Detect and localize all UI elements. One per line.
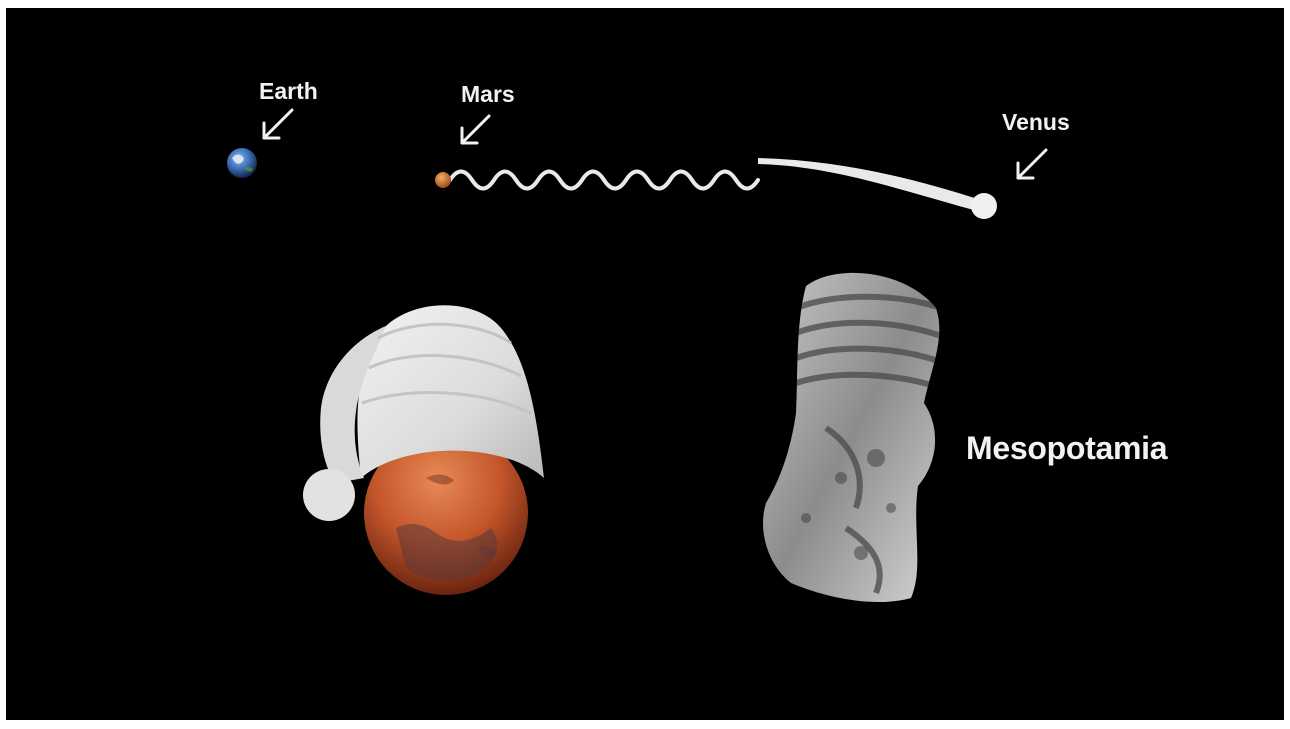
scene-illustration [6, 8, 1284, 720]
mars-icon [435, 172, 451, 188]
mesopotamia-label: Mesopotamia [966, 430, 1167, 467]
arrow-venus-icon [1018, 150, 1046, 178]
mesopotamian-figurine-illustration [763, 273, 941, 602]
mars-with-cap-illustration [303, 305, 544, 595]
earth-label: Earth [259, 78, 318, 105]
arrow-earth-icon [264, 110, 292, 138]
mars-label: Mars [461, 81, 515, 108]
arrow-mars-icon [462, 116, 489, 143]
venus-label: Venus [1002, 109, 1070, 136]
venus-comet-icon [450, 158, 997, 219]
scene-frame: Earth Mars Venus Mesopotamia [6, 8, 1284, 720]
earth-icon [227, 148, 257, 178]
